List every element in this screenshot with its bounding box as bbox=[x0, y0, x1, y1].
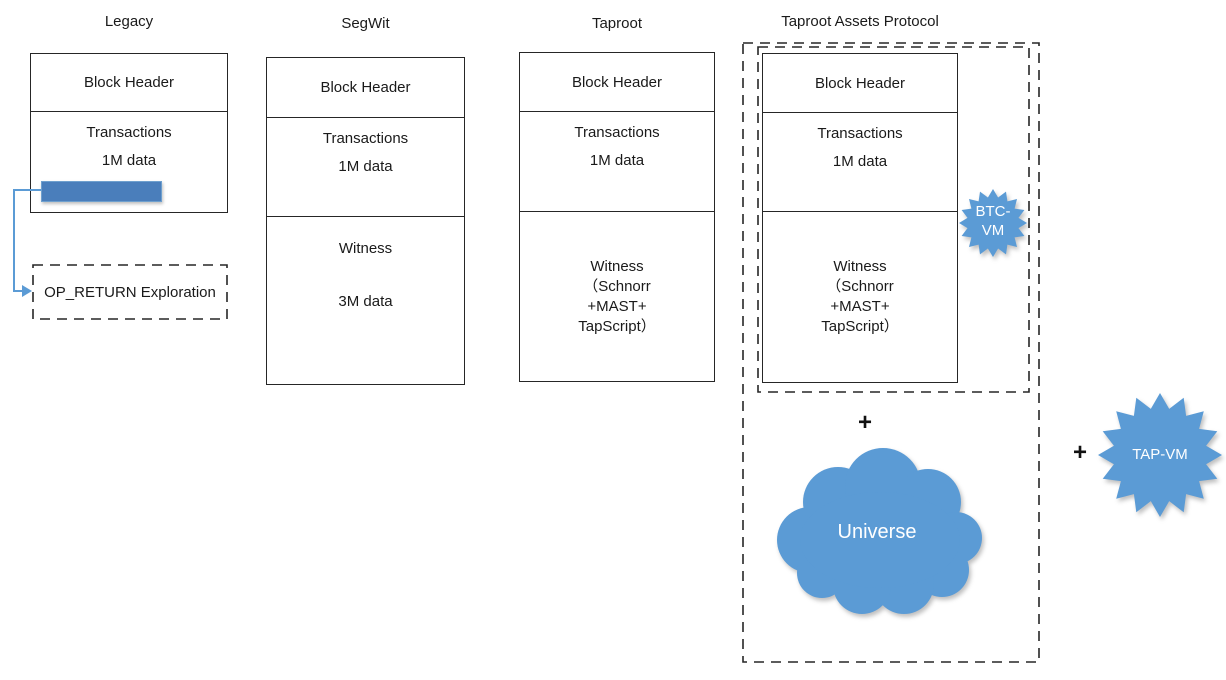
legacy-block-header-label: Block Header bbox=[83, 74, 175, 91]
segwit-witness-section: Witness 3M data bbox=[267, 216, 464, 383]
plus-sign-inner: + bbox=[858, 409, 873, 436]
legacy-transactions-section: Transactions 1M data bbox=[31, 111, 227, 211]
taproot-assets-transactions-label: Transactions bbox=[817, 125, 903, 142]
taproot-transactions-section: Transactions 1M data bbox=[520, 111, 714, 211]
legacy-column-title: Legacy bbox=[104, 13, 154, 30]
taproot-assets-witness-line: （Schnorr bbox=[826, 278, 894, 295]
taproot-witness-line: Witness bbox=[590, 257, 644, 275]
btc-vm-label-line1: BTC- bbox=[975, 203, 1011, 220]
taproot-assets-outer-dashed-box bbox=[742, 42, 1040, 663]
universe-label: Universe bbox=[837, 521, 917, 543]
taproot-assets-witness-line: Witness bbox=[833, 258, 887, 275]
taproot-assets-witness-line: +MAST+ bbox=[830, 298, 890, 315]
taproot-assets-block-header-label: Block Header bbox=[814, 74, 906, 92]
op-return-arrow bbox=[13, 189, 41, 297]
taproot-assets-block-header-section: Block Header bbox=[763, 54, 957, 112]
segwit-column-title: SegWit bbox=[341, 15, 390, 32]
taproot-assets-witness-section: Witness （Schnorr +MAST+ TapScript） bbox=[763, 211, 957, 381]
op-return-data-bar bbox=[41, 181, 162, 202]
btc-vm-label: BTC- VM bbox=[958, 203, 1028, 241]
btc-vm-star-icon bbox=[959, 189, 1027, 257]
taproot-column-title: Taproot bbox=[591, 15, 643, 32]
plus-sign-right: + bbox=[1073, 439, 1088, 466]
segwit-witness-label: Witness bbox=[338, 240, 393, 257]
taproot-assets-inner-dashed-box bbox=[757, 46, 1030, 393]
taproot-transactions-label: Transactions bbox=[574, 124, 660, 141]
universe-cloud-icon bbox=[777, 448, 982, 614]
legacy-transactions-size: 1M data bbox=[101, 152, 157, 169]
tap-vm-label: TAP-VM bbox=[1132, 446, 1188, 463]
taproot-witness-section: Witness （Schnorr +MAST+ TapScript） bbox=[520, 211, 714, 380]
taproot-assets-column-title: Taproot Assets Protocol bbox=[781, 13, 939, 30]
segwit-transactions-label: Transactions bbox=[322, 130, 409, 147]
segwit-block: Block Header Transactions 1M data Witnes… bbox=[266, 57, 465, 385]
segwit-transactions-section: Transactions 1M data bbox=[267, 117, 464, 216]
op-return-dashed-box bbox=[32, 264, 228, 320]
taproot-block-header-section: Block Header bbox=[520, 53, 714, 111]
taproot-witness-line: （Schnorr bbox=[583, 277, 651, 295]
segwit-block-header-label: Block Header bbox=[320, 79, 411, 96]
taproot-assets-transactions-size: 1M data bbox=[832, 153, 888, 170]
segwit-witness-size: 3M data bbox=[338, 293, 393, 310]
legacy-block-header-section: Block Header bbox=[31, 54, 227, 111]
taproot-transactions-size: 1M data bbox=[589, 152, 645, 169]
taproot-block-header-label: Block Header bbox=[571, 73, 663, 91]
taproot-assets-transactions-section: Transactions 1M data bbox=[763, 112, 957, 211]
segwit-block-header-section: Block Header bbox=[267, 58, 464, 117]
taproot-block: Block Header Transactions 1M data Witnes… bbox=[519, 52, 715, 382]
taproot-assets-witness-line: TapScript） bbox=[821, 318, 899, 335]
segwit-transactions-size: 1M data bbox=[338, 158, 393, 175]
tap-vm-star-icon bbox=[1098, 393, 1222, 517]
taproot-witness-line: +MAST+ bbox=[587, 297, 647, 315]
legacy-transactions-label: Transactions bbox=[86, 124, 172, 141]
taproot-witness-line: TapScript） bbox=[578, 317, 656, 335]
op-return-label: OP_RETURN Exploration bbox=[44, 283, 216, 301]
btc-vm-label-line2: VM bbox=[981, 221, 1005, 239]
taproot-assets-block: Block Header Transactions 1M data Witnes… bbox=[762, 53, 958, 383]
